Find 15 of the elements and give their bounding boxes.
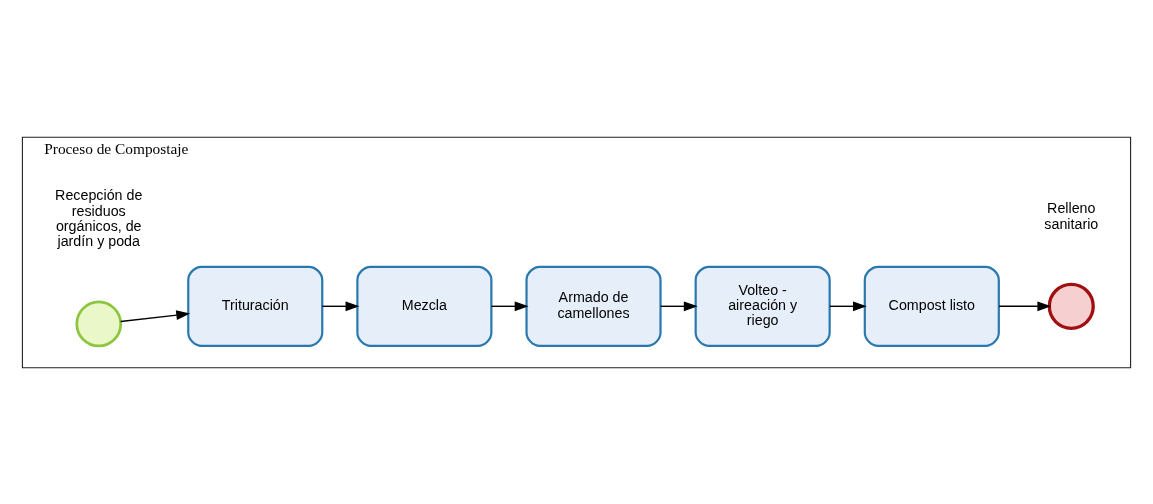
arrow bbox=[659, 300, 698, 311]
arrow bbox=[490, 300, 529, 311]
node-circle bbox=[1047, 282, 1095, 330]
node-label: Relleno sanitario bbox=[1044, 199, 1099, 232]
arrow bbox=[829, 300, 867, 311]
node-box: Volteo - aireación y riego bbox=[694, 265, 831, 347]
arrow bbox=[998, 300, 1052, 311]
node-label: Recepción de residuos orgánicos, de jardín y poda bbox=[55, 186, 143, 249]
node-box: Armado de camellones bbox=[525, 265, 662, 347]
arrow bbox=[119, 309, 191, 322]
node-circle bbox=[75, 300, 123, 347]
node-box: Mezcla bbox=[356, 265, 493, 347]
arrow bbox=[321, 300, 360, 311]
node-box: Trituración bbox=[187, 265, 324, 347]
node-box: Compost listo bbox=[863, 265, 1000, 347]
